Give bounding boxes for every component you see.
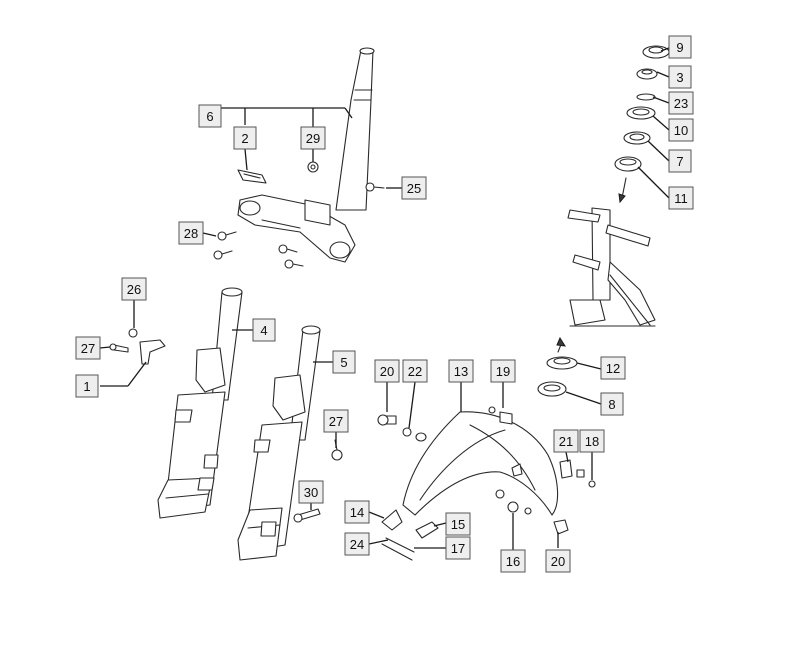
steering-stem-part [237,47,375,263]
svg-text:14: 14 [350,505,364,520]
callout-22: 22 [402,359,428,383]
svg-text:19: 19 [496,364,510,379]
callout-27-right: 27 [323,409,349,433]
svg-text:15: 15 [451,517,465,532]
callout-20-bottom: 20 [545,549,571,573]
callout-30: 30 [298,480,324,504]
callout-18: 18 [579,429,605,453]
callout-26: 26 [121,277,147,301]
lower-bearing-parts [537,356,578,397]
callout-7: 7 [668,149,692,173]
frame-head-part [556,207,656,353]
clamp-part-2 [237,169,267,184]
svg-text:18: 18 [585,434,599,449]
callout-24: 24 [344,532,370,556]
callout-25: 25 [401,176,427,200]
svg-text:4: 4 [260,323,267,338]
small-fasteners-middle [293,439,343,523]
nut-part-29 [307,161,319,173]
callout-9: 9 [668,35,692,59]
svg-text:22: 22 [408,364,422,379]
svg-text:9: 9 [676,40,683,55]
front-fender-part [402,411,559,516]
leader-lines [99,47,670,550]
svg-text:12: 12 [606,361,620,376]
svg-text:28: 28 [184,226,198,241]
svg-text:5: 5 [340,355,347,370]
callout-29: 29 [300,126,326,150]
svg-text:13: 13 [454,364,468,379]
callout-28: 28 [178,221,204,245]
callout-21: 21 [553,429,579,453]
svg-text:11: 11 [674,191,688,206]
svg-text:25: 25 [407,181,421,196]
callout-23: 23 [668,91,694,115]
fender-fasteners [377,406,596,535]
svg-text:2: 2 [241,131,248,146]
svg-text:16: 16 [506,554,520,569]
callout-17: 17 [445,536,471,560]
svg-text:7: 7 [676,154,683,169]
callout-4: 4 [252,318,276,342]
fork-leg-left-part [157,287,243,519]
svg-text:26: 26 [127,282,141,297]
callout-27-left: 27 [75,336,101,360]
svg-text:17: 17 [451,541,465,556]
callout-3: 3 [668,65,692,89]
fork-leg-right-part [237,325,321,561]
small-fasteners-left [109,328,166,365]
bolt-part-28 [213,231,304,269]
svg-text:8: 8 [608,397,615,412]
callout-19: 19 [490,359,516,383]
callout-16: 16 [500,549,526,573]
bolt-part-25 [365,182,385,192]
callout-13: 13 [448,359,474,383]
svg-text:20: 20 [380,364,394,379]
callout-10: 10 [668,118,694,142]
callout-1: 1 [75,374,99,398]
svg-text:6: 6 [206,109,213,124]
svg-text:24: 24 [350,537,364,552]
bearing-stack [614,45,670,204]
callout-5: 5 [332,350,356,374]
callout-12: 12 [600,356,626,380]
svg-text:3: 3 [676,70,683,85]
callout-2: 2 [233,126,257,150]
callout-14: 14 [344,500,370,524]
cable-guide-parts [381,509,439,561]
svg-text:29: 29 [306,131,320,146]
svg-text:30: 30 [304,485,318,500]
svg-text:20: 20 [551,554,565,569]
callout-6: 6 [198,104,222,128]
callout-11: 11 [668,186,694,210]
svg-text:23: 23 [674,96,688,111]
svg-text:27: 27 [329,414,343,429]
callout-20-top: 20 [374,359,400,383]
svg-text:10: 10 [674,123,688,138]
callout-8: 8 [600,392,624,416]
svg-text:21: 21 [559,434,573,449]
callout-15: 15 [445,512,471,536]
svg-text:27: 27 [81,341,95,356]
svg-text:1: 1 [83,379,90,394]
